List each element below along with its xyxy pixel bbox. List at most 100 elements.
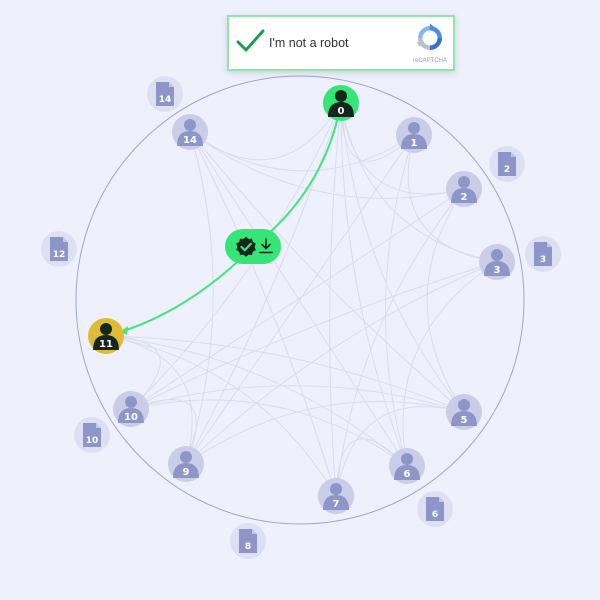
document-8[interactable]: 8 <box>230 523 266 559</box>
node-9[interactable]: 9 <box>168 446 204 482</box>
document-3[interactable]: 3 <box>525 236 561 272</box>
node-1[interactable]: 1 <box>396 117 432 153</box>
node-3[interactable]: 3 <box>479 244 515 280</box>
recaptcha-label: I'm not a robot <box>269 36 349 50</box>
document-6[interactable]: 6 <box>417 491 453 527</box>
user-icon <box>173 451 199 478</box>
link-0-2 <box>340 102 465 195</box>
node-10[interactable]: 10 <box>113 391 149 427</box>
link-5-10 <box>130 385 465 413</box>
link-0-5 <box>340 102 465 413</box>
link-1-9 <box>185 134 415 465</box>
document-corner <box>511 152 516 157</box>
user-icon <box>451 176 477 203</box>
document-14[interactable]: 14 <box>147 76 183 112</box>
document-label: 10 <box>86 436 99 446</box>
node-label: 10 <box>124 412 138 423</box>
verified-check-icon <box>236 236 256 257</box>
document-2[interactable]: 2 <box>489 146 525 182</box>
transfer-path-layer <box>119 102 342 335</box>
node-label: 6 <box>404 469 411 480</box>
document-icon <box>156 82 174 106</box>
link-2-7 <box>335 188 465 497</box>
links-layer <box>105 102 498 497</box>
link-0-6 <box>340 102 408 467</box>
node-7[interactable]: 7 <box>318 478 354 514</box>
document-label: 8 <box>245 542 251 552</box>
network-ring <box>75 75 525 525</box>
user-icon <box>93 323 119 350</box>
user-icon <box>118 396 144 423</box>
link-5-14 <box>189 131 465 413</box>
transfer-badge[interactable] <box>225 229 281 264</box>
user-icon <box>323 483 349 510</box>
user-icon <box>451 399 477 426</box>
document-corner <box>439 497 444 502</box>
download-icon <box>259 238 273 254</box>
link-6-7 <box>335 438 408 497</box>
link-3-9 <box>185 261 498 465</box>
link-6-10 <box>130 399 408 467</box>
node-11[interactable]: 11 <box>88 318 124 354</box>
node-label: 11 <box>99 339 113 350</box>
link-7-14 <box>189 131 337 497</box>
user-icon <box>401 122 427 149</box>
nodes-layer: 0 1 2 3 5 6 7 9 10 11 14 <box>88 85 515 514</box>
node-label: 2 <box>461 192 468 203</box>
node-label: 5 <box>461 415 468 426</box>
document-corner <box>169 82 174 87</box>
node-5[interactable]: 5 <box>446 394 482 430</box>
document-corner <box>252 529 257 534</box>
link-0-1 <box>340 102 415 162</box>
user-icon <box>484 249 510 276</box>
checkmark-icon[interactable] <box>235 28 265 56</box>
link-1-6 <box>385 134 415 467</box>
document-label: 6 <box>432 510 438 520</box>
user-icon <box>328 90 354 117</box>
link-3-6 <box>402 261 498 467</box>
link-0-7 <box>329 102 342 497</box>
link-1-14 <box>189 131 415 172</box>
link-0-9 <box>185 102 342 465</box>
transfer-path <box>119 102 342 333</box>
document-label: 3 <box>540 255 546 265</box>
link-2-10 <box>130 188 465 410</box>
document-corner <box>547 242 552 247</box>
document-corner <box>96 423 101 428</box>
link-2-5 <box>426 188 465 413</box>
document-label: 12 <box>53 250 66 260</box>
recaptcha-logo-icon <box>416 23 442 50</box>
link-0-3 <box>340 102 498 263</box>
node-label: 1 <box>411 138 418 149</box>
document-icon <box>426 497 444 521</box>
document-10[interactable]: 10 <box>74 417 110 453</box>
document-12[interactable]: 12 <box>41 231 77 267</box>
link-9-10 <box>130 399 197 465</box>
link-0-10 <box>130 102 342 410</box>
link-5-7 <box>335 406 465 497</box>
link-1-3 <box>407 134 498 263</box>
link-14-6 <box>189 131 408 467</box>
node-2[interactable]: 2 <box>446 171 482 207</box>
node-label: 0 <box>338 106 345 117</box>
node-label: 7 <box>333 499 340 510</box>
document-icon <box>50 237 68 261</box>
recaptcha-widget[interactable]: I'm not a robot reCAPTCHA <box>227 15 455 71</box>
node-0[interactable]: 0 <box>323 85 359 121</box>
document-icon <box>534 242 552 266</box>
node-label: 14 <box>183 135 197 146</box>
node-14[interactable]: 14 <box>172 114 208 150</box>
user-icon <box>177 119 203 146</box>
link-6-11 <box>105 335 408 467</box>
node-label: 3 <box>494 265 501 276</box>
recaptcha-brand: reCAPTCHA <box>412 58 447 64</box>
link-11-5 <box>105 335 465 413</box>
document-icon <box>239 529 257 553</box>
link-3-10 <box>130 261 498 410</box>
node-6[interactable]: 6 <box>389 448 425 484</box>
node-label: 9 <box>183 467 190 478</box>
link-10-11 <box>105 335 161 410</box>
user-icon <box>394 453 420 480</box>
link-5-9 <box>185 401 465 465</box>
